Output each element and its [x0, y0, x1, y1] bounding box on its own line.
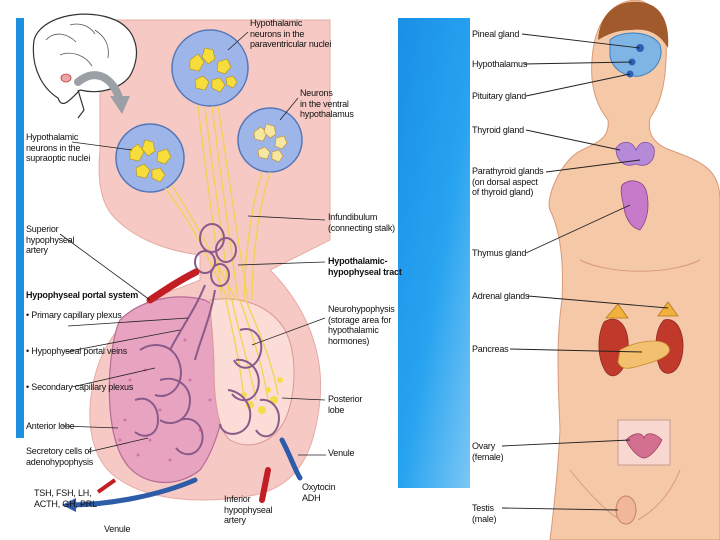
label-portal-system: Hypophyseal portal system: [26, 290, 138, 301]
label-supraoptic: Hypothalamic neurons in the supraoptic n…: [26, 132, 90, 164]
label-line: paraventricular nuclei: [250, 39, 331, 50]
label-line: hypophyseal tract: [328, 267, 402, 278]
label-thymus: Thymus gland: [472, 248, 526, 259]
slide-blue-panel: [398, 18, 470, 488]
label-line: (female): [472, 452, 503, 463]
label-line: Hypothalamic: [26, 132, 90, 143]
label-line: ADH: [302, 493, 335, 504]
label-line: • Hypophyseal portal veins: [26, 346, 127, 357]
label-ovary: Ovary (female): [472, 441, 503, 462]
label-anterior-lobe: Anterior lobe: [26, 421, 74, 432]
label-line: neurons in the: [250, 29, 331, 40]
label-infundibulum: Infundibulum (connecting stalk): [328, 212, 395, 233]
label-line: Superior: [26, 224, 74, 235]
label-line: (connecting stalk): [328, 223, 395, 234]
label-line: Posterior: [328, 394, 362, 405]
label-venule-bottom: Venule: [104, 524, 130, 535]
label-line: (storage area for: [328, 315, 395, 326]
label-line: artery: [224, 515, 272, 526]
label-adrenal: Adrenal glands: [472, 291, 529, 302]
label-line: Neurohypophysis: [328, 304, 395, 315]
label-posterior-lobe: Posterior lobe: [328, 394, 362, 415]
label-line: lobe: [328, 405, 362, 416]
label-line: (on dorsal aspect: [472, 177, 543, 188]
label-line: • Primary capillary plexus: [26, 310, 122, 321]
label-secretory-cells: Secretory cells of adenohypophysis: [26, 446, 93, 467]
label-secondary-plexus: • Secondary capillary plexus: [26, 382, 133, 393]
label-portal-veins: • Hypophyseal portal veins: [26, 346, 127, 357]
label-parathyroid: Parathyroid glands (on dorsal aspect of …: [472, 166, 543, 198]
label-line: Inferior: [224, 494, 272, 505]
label-line: adenohypophysis: [26, 457, 93, 468]
label-pancreas: Pancreas: [472, 344, 508, 355]
label-line: hypothalamus: [300, 109, 354, 120]
label-line: • Secondary capillary plexus: [26, 382, 133, 393]
label-pineal: Pineal gland: [472, 29, 519, 40]
hormone-arrow: [98, 480, 115, 492]
label-venule-right: Venule: [328, 448, 354, 459]
label-line: TSH, FSH, LH,: [34, 488, 97, 499]
label-line: supraoptic nuclei: [26, 153, 90, 164]
label-line: Ovary: [472, 441, 503, 452]
label-line: Infundibulum: [328, 212, 395, 223]
label-line: (male): [472, 514, 496, 525]
label-oxytocin-adh: Oxytocin ADH: [302, 482, 335, 503]
label-testis: Testis (male): [472, 503, 496, 524]
label-line: in the ventral: [300, 99, 354, 110]
label-neurohypophysis: Neurohypophysis (storage area for hypoth…: [328, 304, 395, 346]
label-superior-artery: Superior hypophyseal artery: [26, 224, 74, 256]
label-text: Hypophyseal portal veins: [31, 346, 127, 356]
label-paraventricular: Hypothalamic neurons in the paraventricu…: [250, 18, 331, 50]
label-text: Secondary capillary plexus: [31, 382, 133, 392]
label-line: Hypothalamic-: [328, 256, 402, 267]
label-line: neurons in the: [26, 143, 90, 154]
label-thyroid: Thyroid gland: [472, 125, 524, 136]
label-ventral-hypothalamus: Neurons in the ventral hypothalamus: [300, 88, 354, 120]
label-line: Oxytocin: [302, 482, 335, 493]
label-line: of thyroid gland): [472, 187, 543, 198]
label-line: Neurons: [300, 88, 354, 99]
endocrine-diagram: [470, 0, 720, 540]
label-hypothalamus: Hypothalamus: [472, 59, 527, 70]
label-hypophyseal-tract: Hypothalamic- hypophyseal tract: [328, 256, 402, 277]
label-line: Secretory cells of: [26, 446, 93, 457]
label-line: hormones): [328, 336, 395, 347]
label-text: Primary capillary plexus: [31, 310, 121, 320]
paraventricular-neurons-circle: [172, 30, 248, 106]
label-line: ACTH, GH, PRL: [34, 499, 97, 510]
label-inferior-artery: Inferior hypophyseal artery: [224, 494, 272, 526]
label-pituitary: Pituitary gland: [472, 91, 526, 102]
label-primary-plexus: • Primary capillary plexus: [26, 310, 122, 321]
label-line: hypothalamic: [328, 325, 395, 336]
label-anterior-hormones: TSH, FSH, LH, ACTH, GH, PRL: [34, 488, 97, 509]
label-line: Hypothalamic: [250, 18, 331, 29]
label-line: artery: [26, 245, 74, 256]
ventral-neurons-circle: [238, 108, 302, 172]
label-line: hypophyseal: [224, 505, 272, 516]
supraoptic-neurons-circle: [116, 124, 184, 192]
label-line: hypophyseal: [26, 235, 74, 246]
label-line: Parathyroid glands: [472, 166, 543, 177]
label-line: Testis: [472, 503, 496, 514]
